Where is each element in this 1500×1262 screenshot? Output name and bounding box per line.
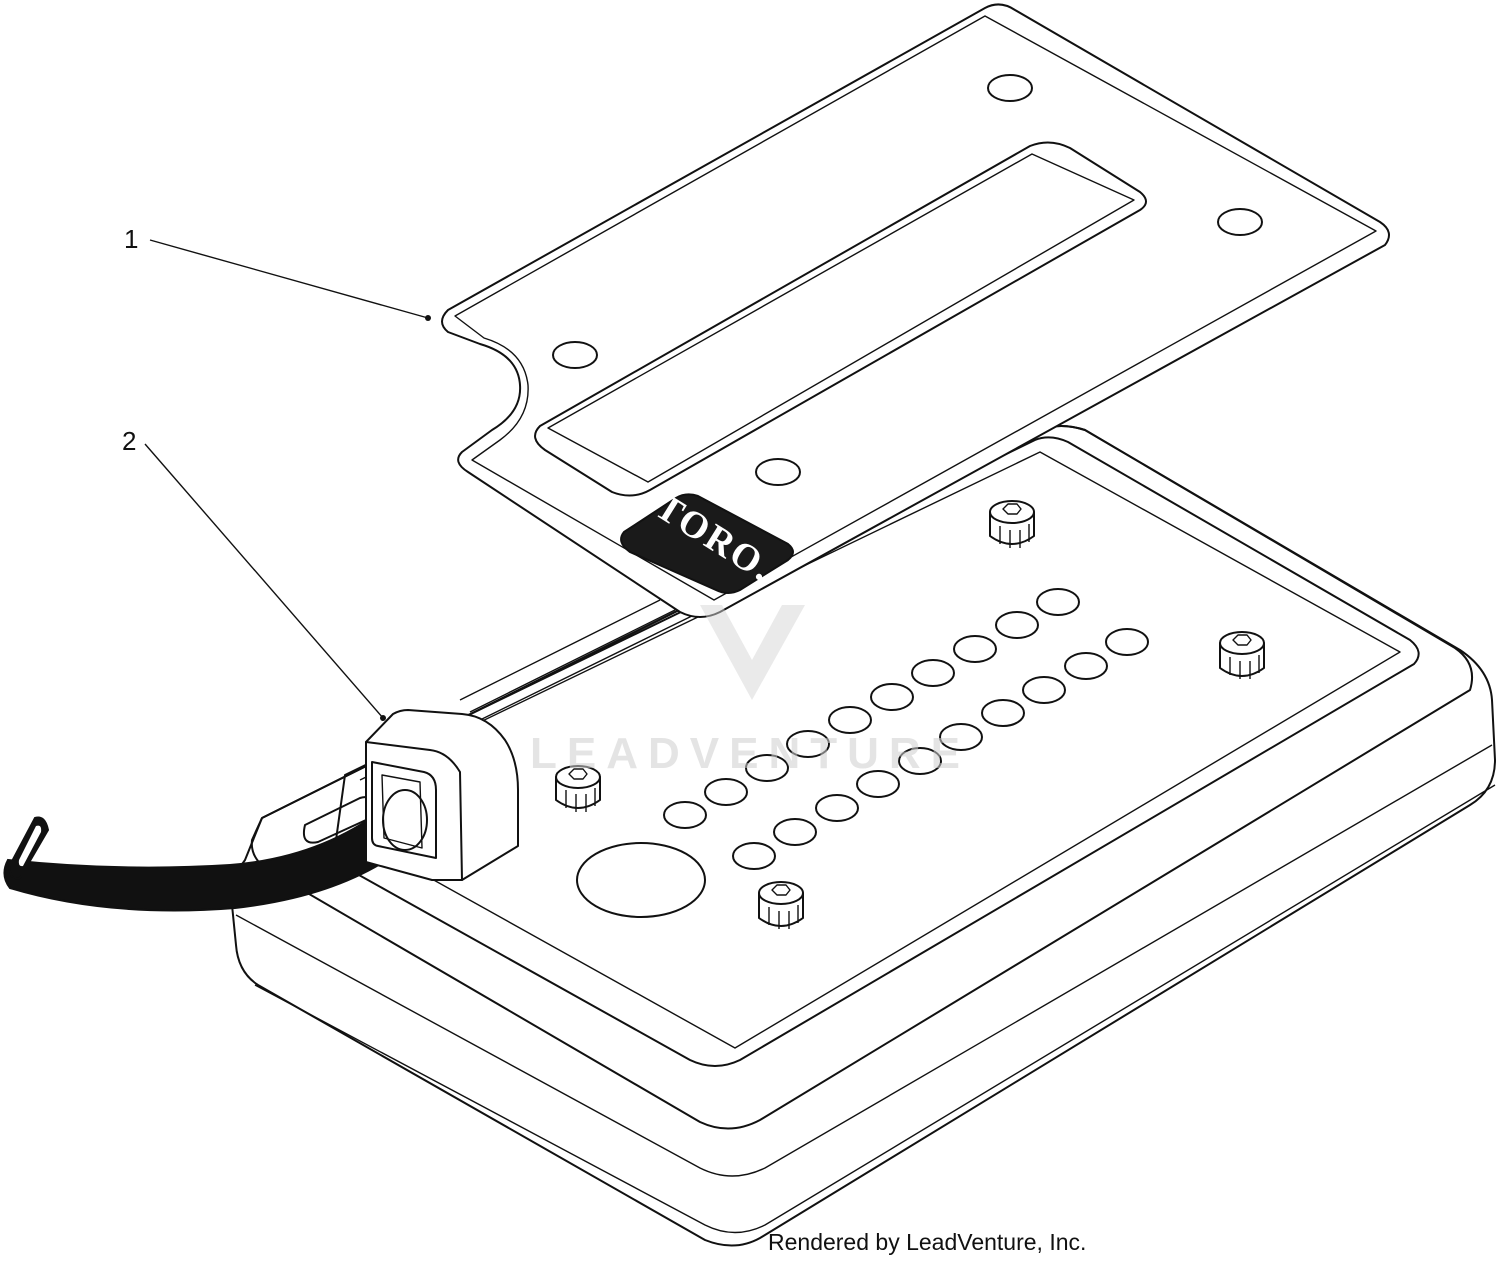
- decal-overlay: TORO.: [441, 3, 1390, 618]
- grommet-body: [365, 709, 519, 881]
- watermark-logo-icon: [700, 605, 805, 700]
- led-hole: [856, 770, 900, 798]
- watermark-text: LEADVENTURE: [530, 729, 970, 778]
- decal-display-window-inner: [547, 153, 1135, 483]
- cable-end-highlight: [18, 825, 42, 867]
- leader-dot-2: [380, 715, 386, 721]
- decal-hole: [987, 74, 1033, 102]
- led-hole: [953, 635, 997, 663]
- led-hole: [898, 747, 942, 775]
- grommet-top-edge: [365, 741, 463, 881]
- housing-side-edge: [235, 744, 1493, 1177]
- callout-1: 1: [124, 224, 431, 321]
- led-hole: [828, 706, 872, 734]
- led-hole: [815, 794, 859, 822]
- render-credit: Rendered by LeadVenture, Inc.: [768, 1229, 1086, 1255]
- screw-top-right: [989, 500, 1035, 548]
- led-hole: [981, 699, 1025, 727]
- led-hole: [786, 730, 830, 758]
- leader-dot-1: [425, 315, 431, 321]
- led-hole: [995, 611, 1039, 639]
- housing-groove-b: [469, 609, 676, 713]
- callout-label-1: 1: [124, 224, 138, 254]
- decal-display-window: [534, 141, 1147, 497]
- led-hole: [1036, 588, 1080, 616]
- led-hole: [939, 723, 983, 751]
- housing-groove-c: [479, 611, 701, 721]
- led-hole: [773, 818, 817, 846]
- screw-left: [555, 765, 601, 812]
- large-button-hole: [576, 842, 706, 918]
- leader-line-1: [149, 239, 429, 319]
- led-hole: [911, 659, 955, 687]
- leadventure-watermark: LEADVENTURE: [530, 605, 970, 778]
- led-hole: [1022, 676, 1066, 704]
- led-hole: [1064, 652, 1108, 680]
- cable-grommet: [365, 709, 519, 881]
- led-hole: [704, 778, 748, 806]
- decal-inner-border: [454, 15, 1377, 601]
- decal-hole: [1217, 208, 1263, 236]
- housing-groove-a: [459, 599, 661, 701]
- led-indicator-array: [663, 588, 1149, 870]
- grommet-bore: [382, 789, 428, 851]
- led-hole: [663, 801, 707, 829]
- led-hole: [732, 842, 776, 870]
- housing-lower-edge: [254, 784, 1496, 1234]
- callout-label-2: 2: [122, 426, 136, 456]
- led-hole: [1105, 628, 1149, 656]
- led-hole: [745, 754, 789, 782]
- controller-housing: [230, 425, 1496, 1247]
- screw-bottom: [758, 881, 804, 929]
- screw-right: [1219, 631, 1265, 679]
- grommet-face: [371, 761, 437, 859]
- decal-hole: [755, 458, 801, 486]
- leader-line-2: [144, 443, 384, 719]
- led-hole: [870, 683, 914, 711]
- decal-hole: [552, 341, 598, 369]
- callout-2: 2: [122, 426, 386, 721]
